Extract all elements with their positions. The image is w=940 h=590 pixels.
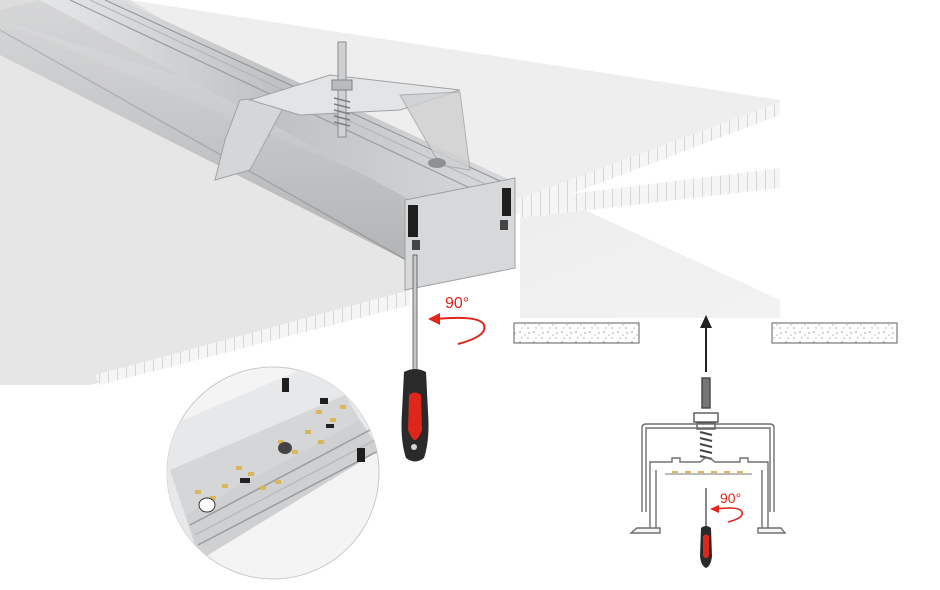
ceiling-board-top-left — [0, 20, 410, 385]
ceiling-section-right — [771, 322, 898, 344]
screwdriver-section — [700, 488, 712, 568]
spring — [333, 97, 351, 127]
profile-body-side — [0, 0, 420, 265]
screwdriver-main — [401, 254, 429, 462]
ceiling-board-right-edge — [515, 102, 780, 215]
rotation-arrow-section — [710, 505, 744, 523]
led-pcb — [170, 395, 360, 515]
rotation-arrow-main — [428, 313, 486, 345]
profile-end-cap — [404, 177, 516, 291]
up-arrow — [700, 315, 712, 372]
spring-clip-right — [399, 91, 471, 171]
rotation-label-main: 90° — [445, 295, 470, 312]
rotation-label-section: 90° — [720, 490, 742, 506]
ceiling-board-edge-right-front — [520, 168, 780, 214]
profile-cross-section — [629, 377, 787, 534]
led-chips-section — [672, 471, 743, 473]
ceiling-section-left — [513, 322, 640, 344]
ceiling-board-edge-left — [95, 290, 410, 385]
led-chips-inset — [195, 405, 346, 500]
profile-screw-hole — [428, 158, 446, 168]
detail-inset — [166, 366, 380, 580]
